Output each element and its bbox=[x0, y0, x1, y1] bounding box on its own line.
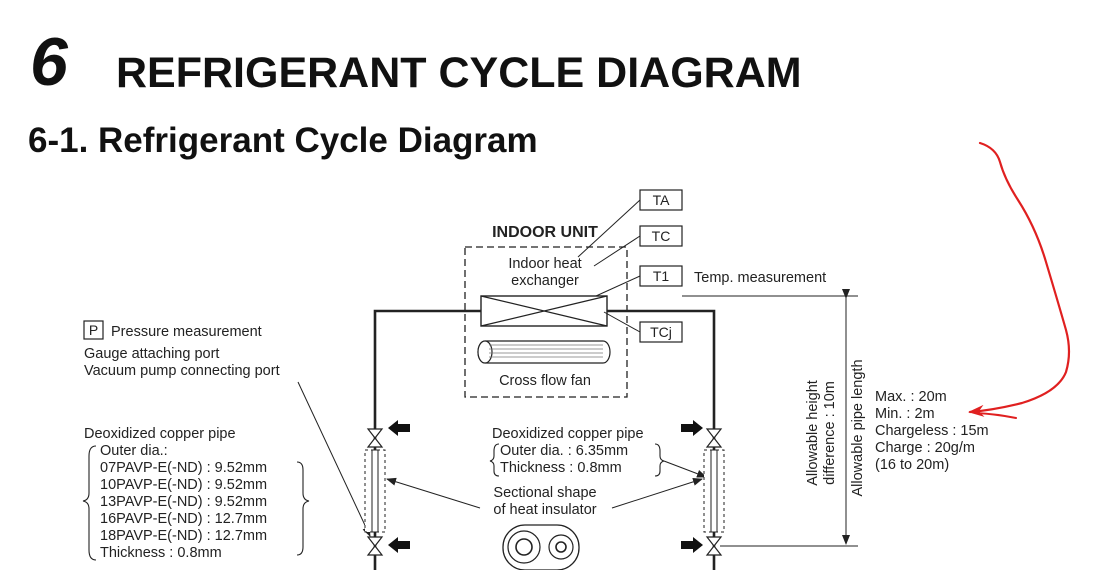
heat-exchanger-label: Indoor heat bbox=[508, 256, 581, 272]
gauge-port-label: Gauge attaching port bbox=[84, 346, 219, 362]
temp-measurement-label: Temp. measurement bbox=[694, 270, 826, 286]
pressure-legend: P Pressure measurement Gauge attaching p… bbox=[83, 320, 280, 379]
flow-arrow-icons bbox=[388, 420, 703, 553]
svg-text:Thickness : 0.8mm: Thickness : 0.8mm bbox=[100, 545, 222, 561]
spec-charge-range: (16 to 20m) bbox=[875, 457, 949, 473]
indoor-unit-boundary bbox=[464, 246, 628, 398]
svg-text:Outer dia. : 6.35mm: Outer dia. : 6.35mm bbox=[500, 443, 628, 459]
red-annotation-arrow bbox=[968, 141, 1071, 417]
svg-text:Thickness : 0.8mm: Thickness : 0.8mm bbox=[500, 460, 622, 476]
allowable-height-label: Allowable height bbox=[805, 380, 821, 486]
port-leader-line bbox=[297, 381, 371, 537]
spec-max: Max. : 20m bbox=[875, 389, 947, 405]
svg-text:10PAVP-E(-ND) : 9.52mm: 10PAVP-E(-ND) : 9.52mm bbox=[100, 477, 267, 493]
svg-text:Outer dia.:: Outer dia.: bbox=[100, 443, 168, 459]
left-pipe-spec: Deoxidized copper pipe Outer dia.: 07PAV… bbox=[82, 426, 310, 561]
sensor-tcj: TCj bbox=[639, 321, 683, 343]
svg-text:TCj: TCj bbox=[650, 324, 672, 340]
spec-charge: Charge : 20g/m bbox=[875, 440, 975, 456]
svg-text:18PAVP-E(-ND) : 12.7mm: 18PAVP-E(-ND) : 12.7mm bbox=[100, 528, 267, 544]
svg-text:TA: TA bbox=[653, 192, 671, 208]
cross-flow-fan-label: Cross flow fan bbox=[499, 373, 591, 389]
svg-text:Deoxidized copper pipe: Deoxidized copper pipe bbox=[492, 426, 644, 442]
pressure-measurement-label: Pressure measurement bbox=[111, 324, 262, 340]
svg-text:TC: TC bbox=[652, 228, 671, 244]
svg-text:T1: T1 bbox=[653, 268, 670, 284]
svg-text:Deoxidized copper pipe: Deoxidized copper pipe bbox=[84, 426, 236, 442]
insulator-leader-right bbox=[611, 477, 703, 509]
insulator-cross-section-icon bbox=[502, 524, 580, 570]
right-service-valve bbox=[703, 428, 725, 556]
sensor-t1: T1 bbox=[639, 265, 683, 287]
indoor-unit-label: INDOOR UNIT bbox=[492, 224, 598, 241]
right-pipe-spec: Deoxidized copper pipe Outer dia. : 6.35… bbox=[489, 426, 665, 477]
chapter-number: 6 bbox=[30, 24, 68, 100]
right-pipe-leader bbox=[663, 460, 707, 478]
section-title: 6-1. Refrigerant Cycle Diagram bbox=[28, 121, 538, 160]
allowable-pipe-length-label: Allowable pipe length bbox=[850, 359, 866, 496]
cross-flow-fan-icon bbox=[477, 340, 611, 364]
pressure-symbol: P bbox=[89, 322, 98, 338]
left-service-valve bbox=[364, 428, 386, 556]
insulator-label: Sectional shape bbox=[493, 485, 596, 501]
dimension-lines bbox=[682, 289, 858, 547]
heat-exchanger-coil bbox=[480, 295, 608, 327]
sensor-leaders bbox=[577, 199, 641, 333]
insulator-leader-left bbox=[386, 477, 481, 509]
red-annotation-underline bbox=[975, 412, 1017, 419]
spec-min: Min. : 2m bbox=[875, 406, 935, 422]
spec-chargeless: Chargeless : 15m bbox=[875, 423, 989, 439]
pipe-length-specs: Max. : 20m Min. : 2m Chargeless : 15m Ch… bbox=[875, 389, 989, 473]
heat-exchanger-label-2: exchanger bbox=[511, 273, 579, 289]
vacuum-port-label: Vacuum pump connecting port bbox=[84, 363, 280, 379]
svg-text:16PAVP-E(-ND) : 12.7mm: 16PAVP-E(-ND) : 12.7mm bbox=[100, 511, 267, 527]
svg-text:07PAVP-E(-ND) : 9.52mm: 07PAVP-E(-ND) : 9.52mm bbox=[100, 460, 267, 476]
chapter-title: REFRIGERANT CYCLE DIAGRAM bbox=[116, 49, 802, 97]
insulator-label-2: of heat insulator bbox=[493, 502, 596, 518]
sensor-ta: TA bbox=[639, 189, 683, 211]
sensor-tc: TC bbox=[639, 225, 683, 247]
allowable-height-label-2: difference : 10m bbox=[822, 381, 838, 485]
svg-text:13PAVP-E(-ND) : 9.52mm: 13PAVP-E(-ND) : 9.52mm bbox=[100, 494, 267, 510]
